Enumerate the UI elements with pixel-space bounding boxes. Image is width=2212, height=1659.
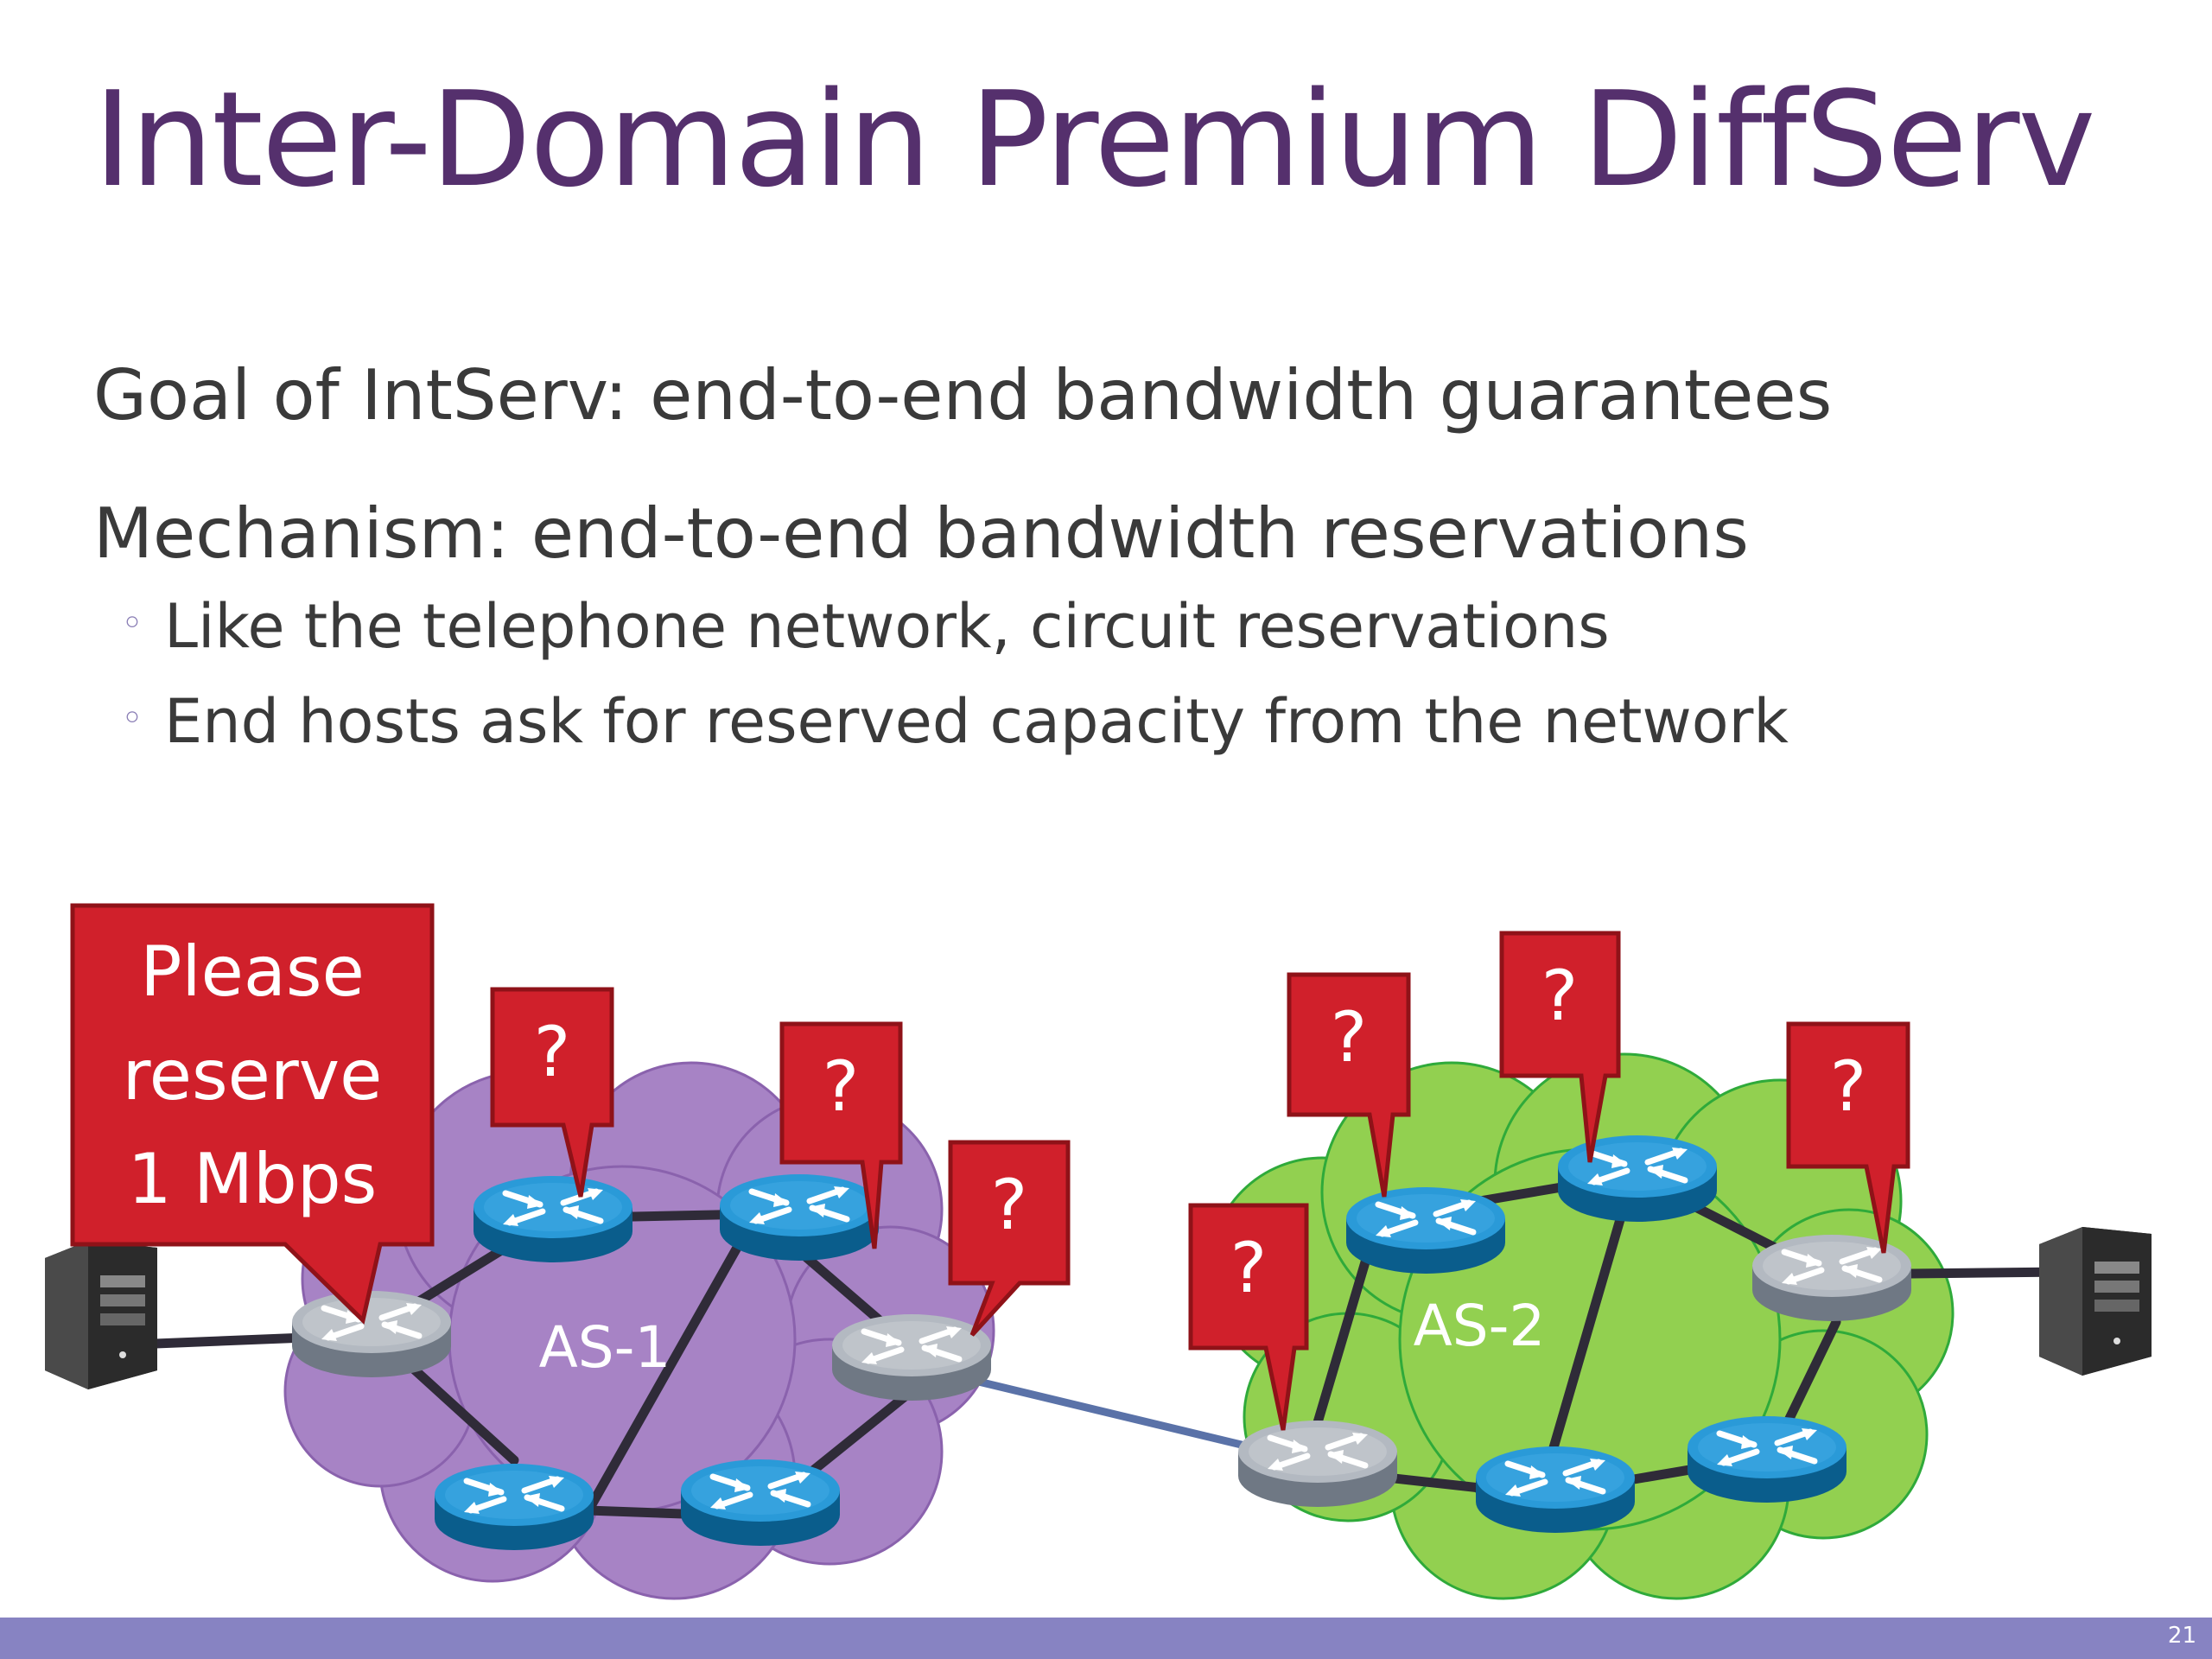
as1-router-icon: [435, 1464, 594, 1550]
sub-bullet-end-hosts: ◦End hosts ask for reserved capacity fro…: [121, 691, 1789, 752]
bullet-mechanism: Mechanism: end-to-end bandwidth reservat…: [93, 493, 1749, 574]
sub-bullet-text: Like the telephone network, circuit rese…: [164, 591, 1610, 662]
as1-ingress-router-icon: [292, 1291, 451, 1377]
as2-egress-router-icon: [1752, 1235, 1911, 1321]
network-diagram: AS-1 AS-2 Please reserve 1 Mbps ? ? ? ? …: [45, 903, 2152, 1600]
query-mark: ?: [1230, 1228, 1267, 1308]
bullet-goal: Goal of IntServ: end-to-end bandwidth gu…: [93, 355, 1833, 435]
footer-bar: 21: [0, 1618, 2212, 1659]
sub-bullet-marker-icon: ◦: [121, 696, 143, 741]
query-mark: ?: [1331, 997, 1367, 1077]
as1-router-icon: [681, 1459, 840, 1546]
destination-host-icon: [2039, 1227, 2152, 1376]
as2-router-icon: [1558, 1135, 1717, 1222]
query-mark: ?: [991, 1165, 1027, 1245]
as2-ingress-router-icon: [1238, 1421, 1397, 1507]
as2-label: AS-2: [1414, 1293, 1546, 1359]
query-mark: ?: [534, 1012, 570, 1092]
query-callout: ?: [779, 1021, 903, 1249]
query-callout: ?: [948, 1140, 1071, 1337]
query-callout: ?: [1188, 1203, 1309, 1431]
callout-line-2: reserve: [123, 1035, 383, 1116]
inter-as-link: [944, 1370, 1272, 1456]
query-callout: ?: [1499, 931, 1621, 1163]
query-mark: ?: [823, 1046, 859, 1127]
query-callout: ?: [1786, 1021, 1910, 1254]
as1-egress-router-icon: [832, 1314, 991, 1401]
as2-router-icon: [1688, 1416, 1847, 1503]
sub-bullet-telephone: ◦Like the telephone network, circuit res…: [121, 596, 1610, 657]
as1-router-icon: [474, 1176, 632, 1262]
query-mark: ?: [1541, 956, 1578, 1036]
source-host-icon: [45, 1241, 157, 1389]
slide-number: 21: [2167, 1623, 2196, 1649]
as1-label: AS-1: [539, 1314, 671, 1381]
query-callout: ?: [1287, 972, 1411, 1198]
sub-bullet-text: End hosts ask for reserved capacity from…: [164, 686, 1789, 757]
sub-bullet-marker-icon: ◦: [121, 601, 143, 645]
query-callout: ?: [490, 987, 614, 1198]
slide-title: Inter-Domain Premium DiffServ: [93, 63, 2095, 216]
as1-router-icon: [720, 1174, 879, 1261]
as2-router-icon: [1476, 1446, 1635, 1533]
as2-router-icon: [1346, 1187, 1505, 1274]
callout-line-3: 1 Mbps: [128, 1139, 378, 1219]
reserve-request-callout: Please reserve 1 Mbps: [70, 903, 435, 1325]
callout-line-1: Please: [140, 931, 365, 1012]
query-mark: ?: [1830, 1046, 1866, 1127]
